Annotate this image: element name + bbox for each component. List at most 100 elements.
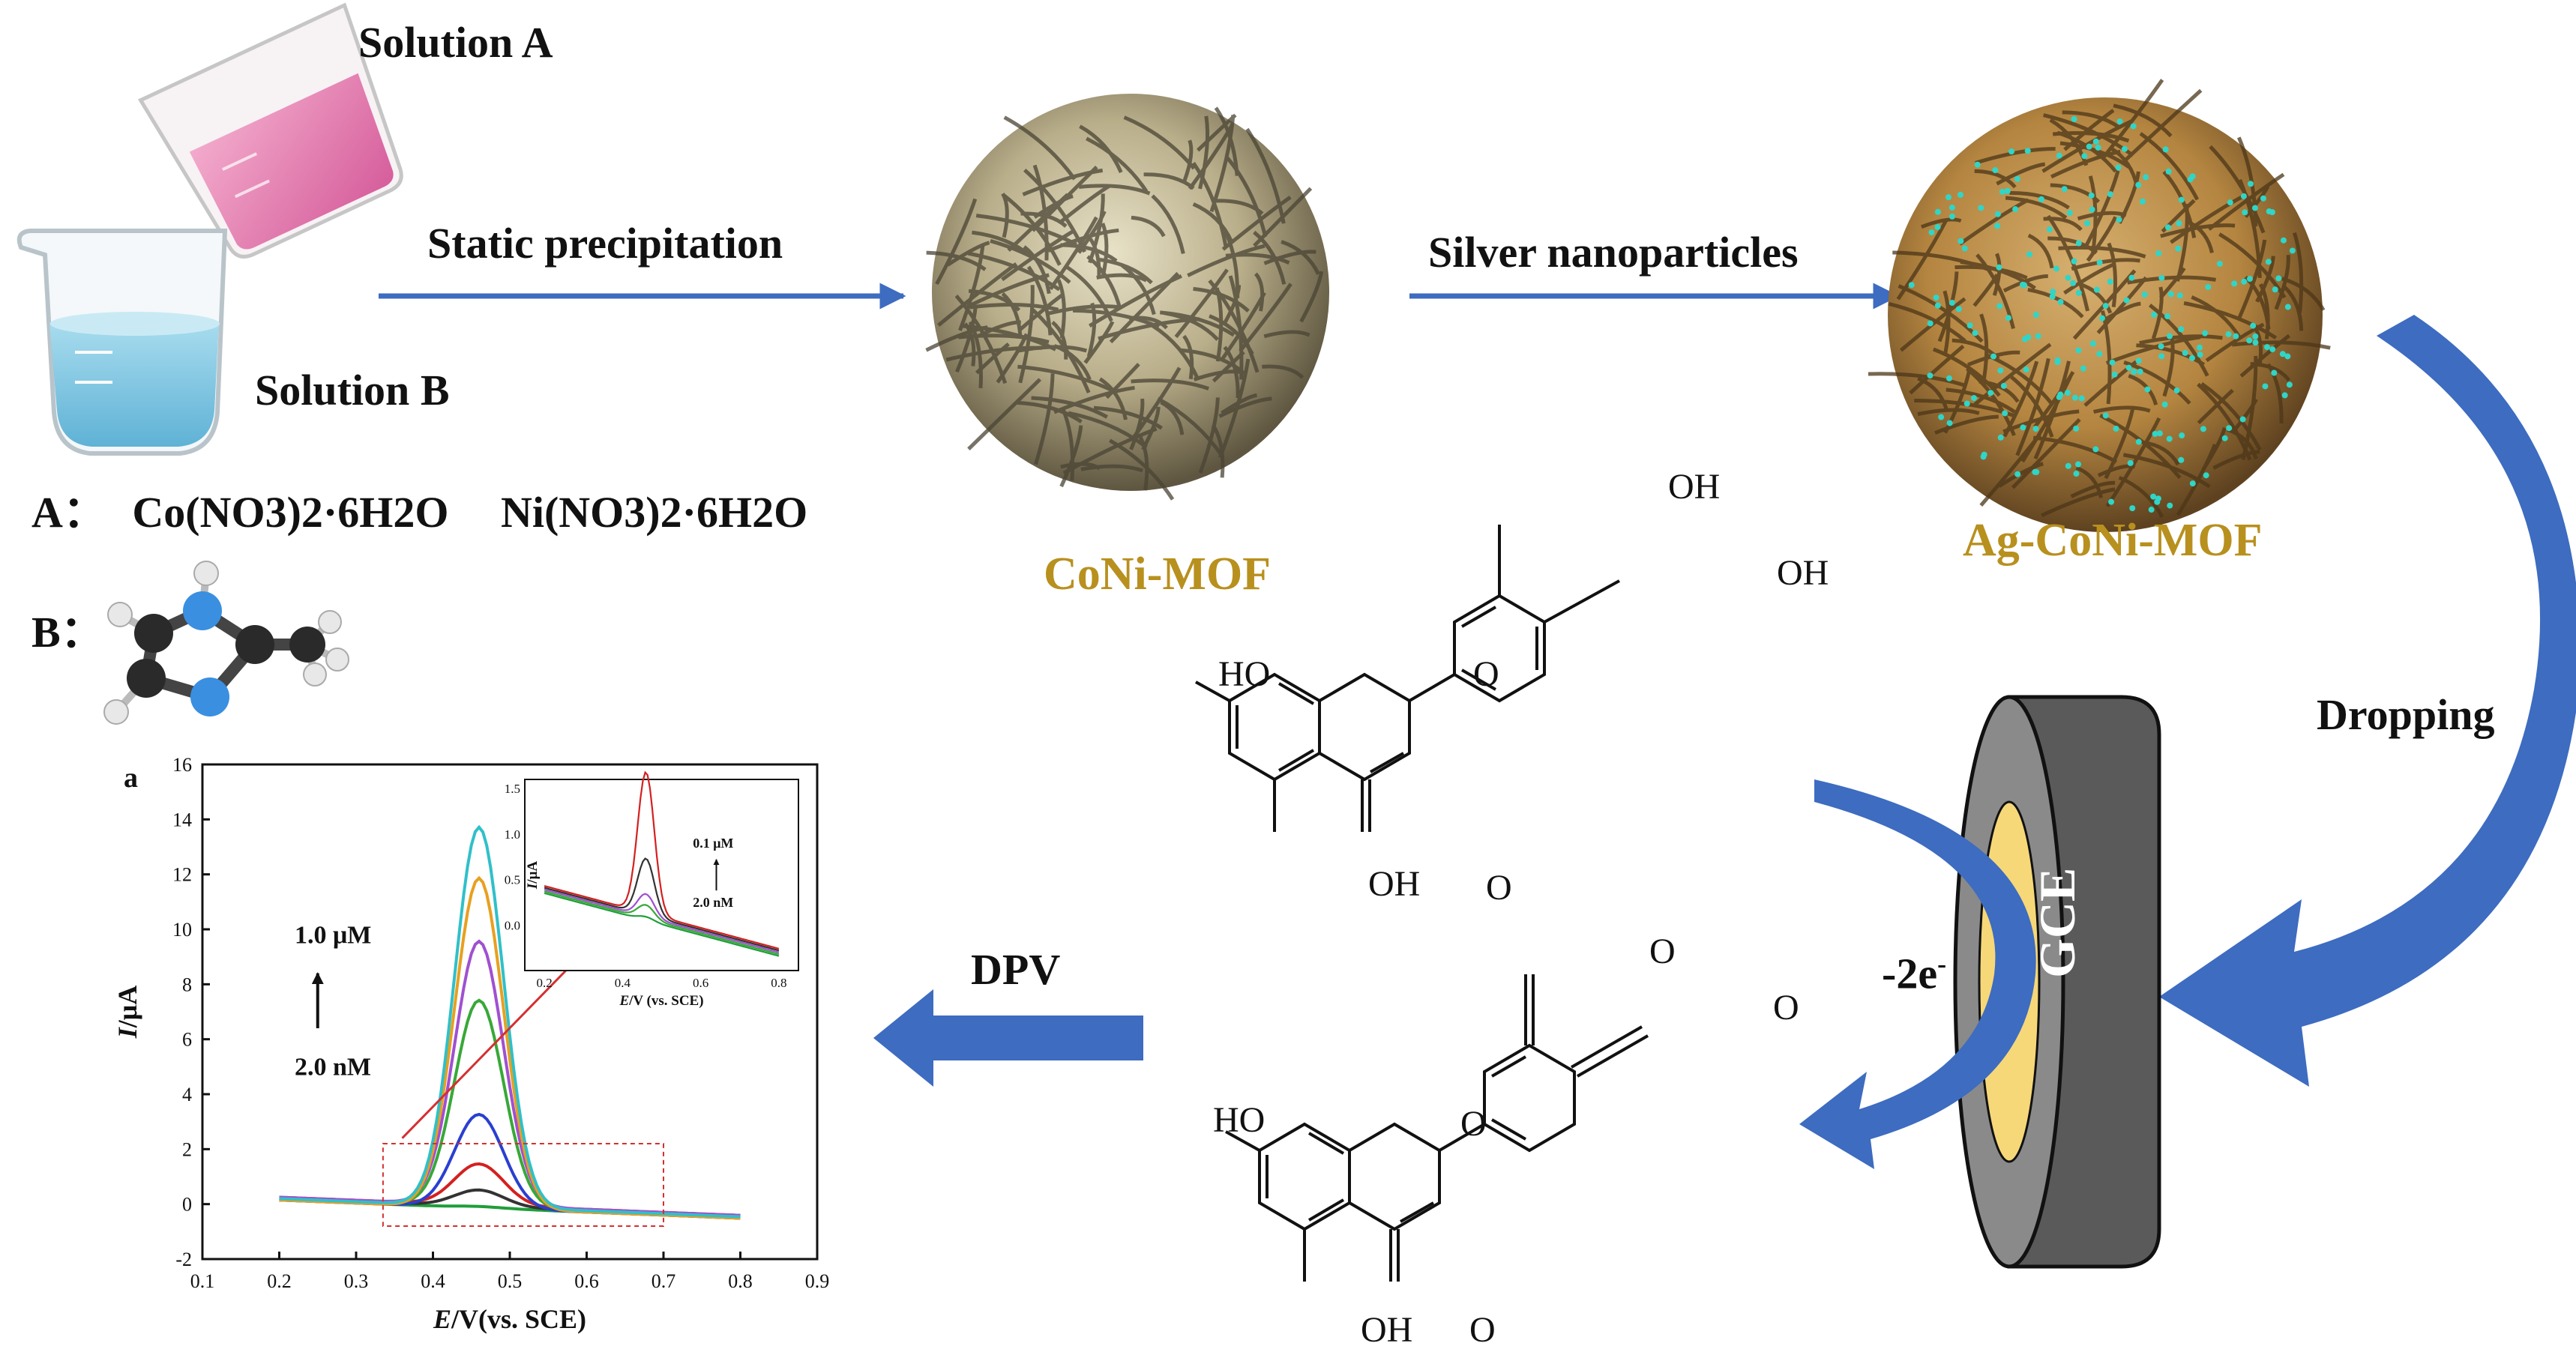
mof-flake (975, 342, 1010, 375)
silver-nanoparticle-dot (2167, 502, 2173, 509)
mof-flake (2088, 175, 2098, 255)
mof-flake (2176, 444, 2217, 516)
silver-nanoparticle-dot (2166, 333, 2173, 340)
silver-nanoparticle-dot (2284, 353, 2291, 360)
minus-2e-label: -2e- (1882, 950, 1946, 995)
mof-flake (1966, 350, 2020, 367)
silver-nanoparticle-dot (1957, 238, 1964, 244)
inset-y-tick-label: 0.5 (505, 873, 520, 887)
gce-label: GCE (2029, 868, 2086, 978)
silver-nanoparticle-dot (2272, 286, 2278, 293)
silver-nanoparticle-dot (2024, 148, 2031, 154)
silver-nanoparticle-dot (2071, 116, 2077, 123)
mof-flake (1121, 263, 1156, 316)
mof-flake (1954, 265, 2028, 280)
silver-nanoparticle-dot (2075, 461, 2082, 468)
silver-nanoparticle-dot (2092, 138, 2099, 145)
mof-flake (1086, 255, 1122, 310)
mof-flake (2160, 223, 2236, 238)
mof-flake (1193, 286, 1250, 313)
mof-flake (1958, 198, 2029, 246)
mof-flake (2212, 450, 2260, 470)
x-tick-label: 0.1 (190, 1270, 215, 1292)
inset-x-axis-label: E/V (vs. SCE) (619, 993, 703, 1009)
x-tick-label: 0.5 (498, 1270, 523, 1292)
mof-flake (1079, 124, 1123, 173)
electron-transfer-arrow (1799, 779, 2036, 1169)
mof-flake (975, 214, 1078, 247)
silver-nanoparticle-dot (2158, 343, 2164, 350)
mof-flake (1262, 364, 1304, 379)
mof-flake (1263, 330, 1310, 339)
luteolin-quinone-structure (1225, 974, 1649, 1282)
static-precipitation-label: Static precipitation (427, 219, 783, 268)
mof-flake (2099, 413, 2182, 480)
silver-nanoparticle-dot (1948, 299, 1955, 306)
silver-nanoparticle-dot (2014, 471, 2021, 477)
mof-flake (1899, 297, 1966, 352)
inset-series-line (544, 770, 780, 950)
silver-nanoparticle-dot (2107, 278, 2113, 285)
mof-flake (1023, 169, 1087, 253)
mof-flake (1253, 230, 1287, 285)
silver-nanoparticle-dot (2111, 371, 2118, 378)
mof-flake (2105, 417, 2161, 507)
mof-flake (2104, 408, 2135, 480)
mof-flake (1129, 398, 1145, 450)
silver-nanoparticle-dot (2026, 251, 2033, 258)
silver-nanoparticle-dot (2189, 173, 2196, 180)
silver-nanoparticle-dot (2162, 146, 2169, 153)
silver-nanoparticle-dot (2131, 369, 2137, 375)
mof-flake (1917, 408, 1980, 417)
mof-flake (2162, 337, 2175, 397)
inset-x-tick-label: 0.4 (615, 976, 631, 990)
concentration-high-label: 1.0 μM (295, 921, 371, 949)
silver-nanoparticle-dot (2279, 351, 2286, 357)
silver-nanoparticle-dot (2025, 334, 2032, 340)
silver-nanoparticle-dot (2227, 199, 2233, 206)
mof-flake (1198, 397, 1220, 474)
silver-nanoparticle-dot (2071, 394, 2078, 401)
mof-flake (1157, 396, 1225, 459)
mof-flake (1068, 411, 1148, 449)
silver-nanoparticle-dot (1945, 194, 1952, 201)
mof-flake (1034, 373, 1055, 465)
mof-flake (2127, 275, 2216, 285)
y-tick-label: -2 (175, 1249, 192, 1270)
mof-flake (1182, 139, 1194, 182)
silver-nanoparticle-dot (2061, 186, 2068, 193)
silver-nanoparticle-dot (1994, 223, 2001, 229)
mof-flake (2086, 216, 2118, 262)
silver-nanoparticle-dot (2084, 220, 2091, 226)
mof-flake (972, 230, 1032, 259)
mof-flake (1223, 345, 1240, 399)
silver-nanoparticle-dot (2071, 258, 2077, 265)
mof-flake (1299, 271, 1324, 323)
silver-nanoparticle-dot (1908, 282, 1915, 289)
mof-flake (1218, 396, 1272, 418)
mof-flake (1218, 358, 1251, 459)
formula-b-prefix: B： (31, 608, 104, 657)
mof-flake (1215, 287, 1224, 362)
silver-nanoparticle-dot (2269, 346, 2276, 353)
silver-nanoparticle-dot (2266, 208, 2272, 215)
mof-flake (1188, 123, 1235, 190)
silver-nanoparticle-dot (2280, 237, 2287, 244)
silver-nanoparticle-dot (1948, 213, 1955, 220)
silver-nanoparticle-dot (2129, 505, 2136, 512)
inset-series-line (544, 888, 780, 953)
silver-nanoparticle-dot (2252, 333, 2259, 340)
silver-nanoparticle-dot (2200, 426, 2206, 432)
silver-nanoparticle-dot (1933, 295, 1939, 301)
mof-flake (2231, 340, 2331, 350)
silver-nanoparticle-dot (2161, 401, 2168, 408)
mof-flake (2009, 190, 2070, 210)
silver-nanoparticle-dot (2033, 468, 2040, 475)
mof-flake (1003, 115, 1077, 181)
silver-nanoparticle-dot (2095, 144, 2101, 151)
silver-nanoparticle-dot (2081, 153, 2088, 160)
mof-flake (2200, 381, 2262, 451)
mof-flake (2002, 360, 2039, 438)
mof-flake (2151, 286, 2164, 340)
silver-nanoparticle-dot (2275, 275, 2282, 282)
